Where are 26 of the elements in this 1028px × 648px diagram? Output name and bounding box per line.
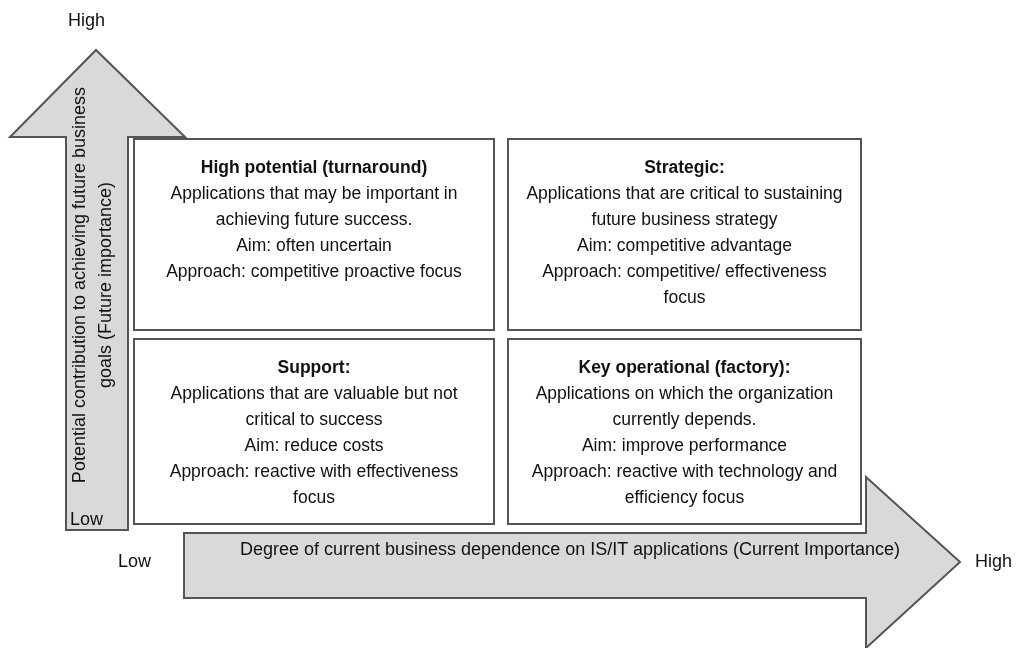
quadrant-heading: High potential (turnaround) <box>199 156 429 179</box>
quadrant-heading: Key operational (factory): <box>577 356 792 379</box>
aim-text: Aim: competitive advantage <box>576 234 793 257</box>
approach-text: Approach: reactive with effectiveness focus <box>168 460 460 509</box>
quadrant-box <box>507 138 862 331</box>
approach-text: Approach: competitive/ effectiveness focus <box>541 260 828 309</box>
quadrant-heading: Strategic: <box>643 156 726 179</box>
quadrant-description: Applications that are critical to sustaining future business strategy <box>525 182 844 231</box>
axis-end-label: Low <box>70 509 104 530</box>
quadrant-box <box>133 138 495 331</box>
aim-text: Aim: improve performance <box>580 434 789 457</box>
axis-title: Degree of current business dependence on IS/IT applications (Current Importance) <box>238 538 901 561</box>
axis-end-label: High <box>68 10 106 31</box>
quadrant-description: Applications on which the organization currently depends. <box>534 382 835 431</box>
aim-text: Aim: often uncertain <box>235 234 393 257</box>
approach-text: Approach: competitive proactive focus <box>165 260 463 283</box>
quadrant-heading: Support: <box>276 356 352 379</box>
quadrant-box <box>507 338 862 525</box>
quadrant-description: Applications that may be important in achieving future success. <box>169 182 459 231</box>
quadrant-description: Applications that are valuable but not critical to success <box>169 382 459 431</box>
axis-title: Potential contribution to achieving future business goals (Future importance) <box>68 85 116 486</box>
quadrant-box <box>133 338 495 525</box>
axis-end-label: High <box>975 551 1013 572</box>
approach-text: Approach: reactive with technology and efficiency focus <box>530 460 839 509</box>
axis-end-label: Low <box>118 551 152 572</box>
aim-text: Aim: reduce costs <box>243 434 385 457</box>
